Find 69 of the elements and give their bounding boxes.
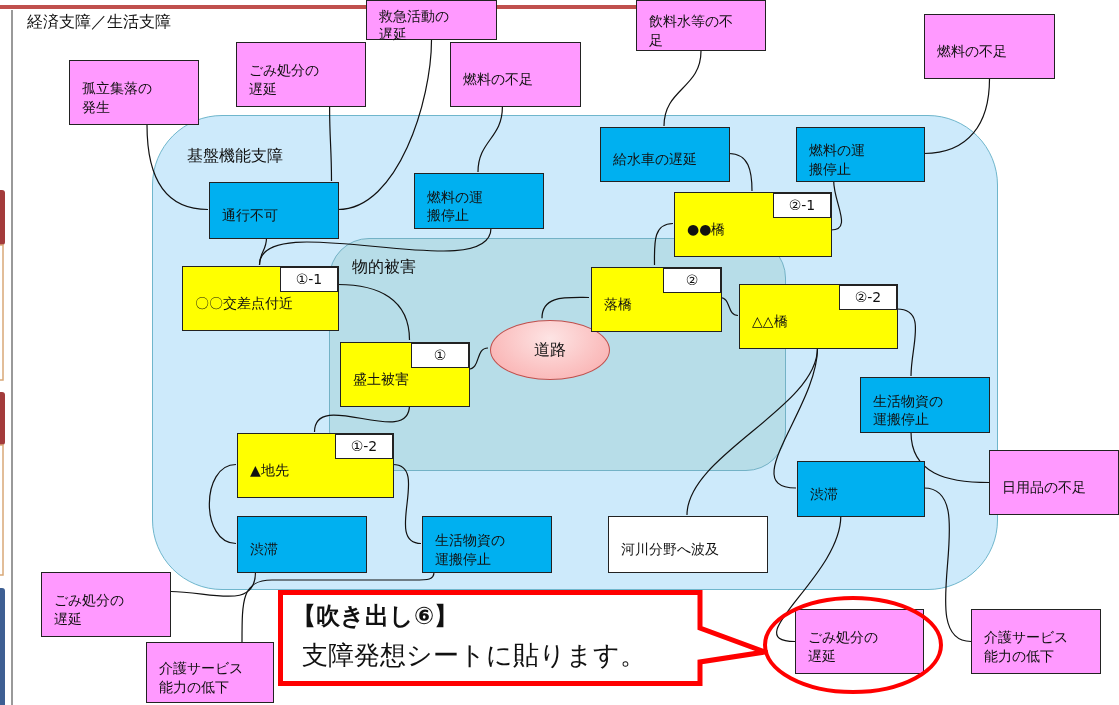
consequence-box: 救急活動の遅延: [366, 0, 497, 40]
connector-line: [728, 152, 753, 192]
box-label: △△橋: [752, 312, 788, 331]
impact-box: 給水車の遅延: [600, 127, 730, 182]
connector-line: [663, 50, 702, 127]
connector-line: [241, 571, 435, 643]
connector-line: [146, 124, 209, 211]
consequence-box: ごみ処分の遅延: [236, 42, 366, 107]
connector-line: [541, 296, 590, 319]
connector-line: [923, 487, 972, 643]
connector-line: [392, 463, 422, 545]
category-region: [329, 238, 786, 471]
connector-line: [258, 227, 492, 266]
region-title: 物的被害: [352, 257, 416, 278]
consequence-box: 燃料の不足: [450, 42, 581, 107]
box-label: 〇〇交差点付近: [195, 294, 293, 313]
connector-line: [896, 308, 917, 377]
consequence-box: ごみ処分の遅延: [41, 572, 171, 637]
impact-box: 渋滞: [797, 461, 925, 517]
box-label: 盛土被害: [353, 370, 409, 389]
diagram-title: 経済支障／生活支障: [27, 12, 171, 33]
connector-line: [910, 431, 990, 484]
consequence-box: 介護サービス能力の低下: [146, 642, 274, 703]
connector-line: [337, 39, 433, 211]
connector-line: [208, 463, 237, 545]
number-badge: ①: [411, 343, 469, 368]
connector-line: [477, 106, 503, 173]
connector-line: [653, 222, 674, 266]
number-badge: ①-1: [280, 267, 338, 292]
connector-line: [923, 78, 991, 155]
box-label: ▲地先: [250, 461, 289, 480]
consequence-box: 燃料の不足: [924, 14, 1055, 79]
consequence-box: 介護サービス能力の低下: [971, 609, 1101, 674]
consequence-box: 飲料水等の不足: [636, 0, 766, 51]
box-label: 落橋: [604, 295, 632, 314]
impact-box: 通行不可: [209, 182, 339, 239]
consequence-box: ごみ処分の遅延: [795, 609, 924, 674]
box-label: ●●橋: [687, 220, 726, 239]
connector-line: [467, 347, 489, 370]
connector-line: [313, 404, 411, 433]
impact-box: 生活物資の運搬停止: [860, 377, 990, 433]
number-badge: ②-2: [839, 285, 897, 310]
consequence-box: 日用品の不足: [989, 450, 1119, 515]
location-box: [674, 192, 832, 257]
connector-line: [776, 515, 842, 643]
callout-heading: 【吹き出し⑥】: [292, 601, 459, 632]
impact-box: 燃料の運搬停止: [796, 127, 925, 182]
region-title: 基盤機能支障: [187, 146, 283, 167]
category-ellipse: 道路: [490, 320, 610, 380]
connector-line: [170, 571, 257, 597]
connector-line: [719, 296, 739, 317]
number-badge: ②: [663, 268, 721, 293]
impact-box: 燃料の運搬停止: [414, 173, 544, 229]
connector-line: [337, 283, 411, 341]
consequence-box: 孤立集落の発生: [69, 60, 199, 125]
impact-box: 渋滞: [237, 516, 367, 573]
location-box: [739, 284, 898, 349]
location-box: [591, 267, 722, 332]
location-box: [182, 266, 339, 331]
location-box: [237, 433, 394, 498]
impact-box: 生活物資の運搬停止: [422, 516, 552, 573]
number-badge: ②-1: [773, 193, 831, 218]
location-box: [340, 342, 470, 407]
category-region: [152, 115, 998, 590]
connector-line: [686, 347, 819, 516]
number-badge: ①-2: [335, 434, 393, 459]
callout-text: 支障発想シートに貼ります。: [302, 639, 646, 672]
impact-box: 河川分野へ波及: [608, 516, 768, 573]
connector-line: [329, 106, 333, 182]
